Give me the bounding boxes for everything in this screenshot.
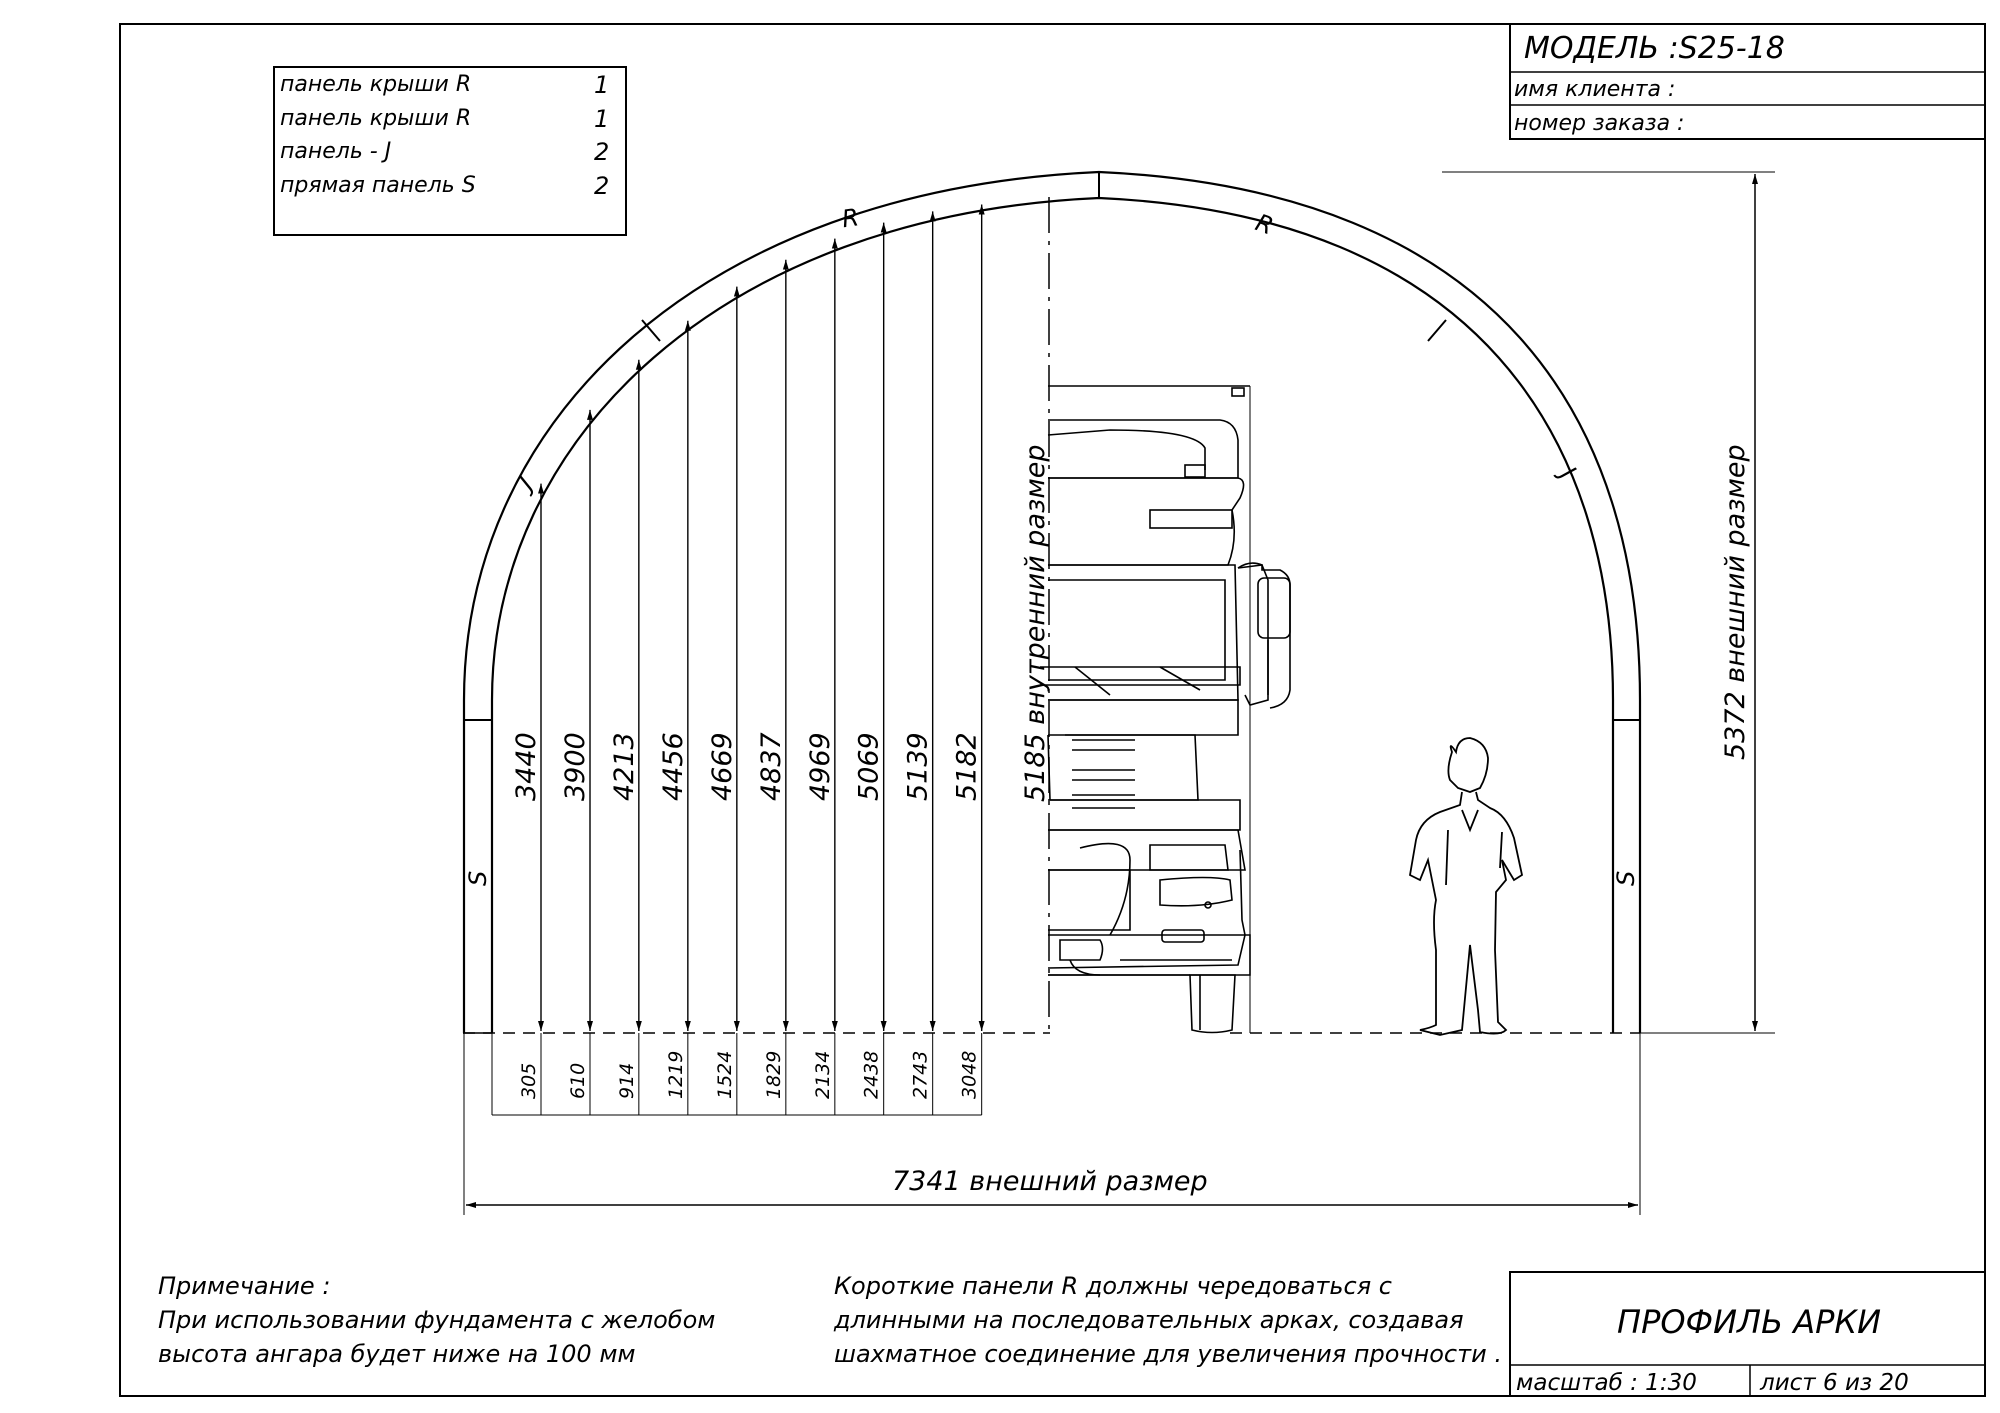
outer-width-label: 7341 внешний размер — [892, 1166, 1208, 1197]
order-number-label: номер заказа : — [1514, 111, 1684, 136]
note-line: шахматное соединение для увеличения проч… — [834, 1340, 1502, 1368]
client-name-label: имя клиента : — [1514, 77, 1675, 102]
clearance-height-lines: 3440 3900 4213 4456 4669 4837 4969 5069 5139 5182 — [511, 204, 985, 1031]
outer-height-label: 5372 внешний размер — [1720, 444, 1751, 760]
part-name: панель крыши R — [280, 106, 471, 131]
note-line: длинными на последовательных арках, созд… — [833, 1306, 1464, 1334]
part-name: панель крыши R — [280, 72, 471, 97]
arch-profile: R R J J S S — [462, 170, 1642, 1033]
model-label: МОДЕЛЬ :S25-18 — [1524, 31, 1785, 66]
part-qty: 1 — [594, 71, 609, 99]
offset-label: 2438 — [861, 1051, 883, 1099]
part-name: прямая панель S — [280, 173, 476, 198]
foundation-note: Примечание : При использовании фундамент… — [158, 1272, 715, 1368]
sheet-border — [119, 23, 1986, 1397]
inner-height-dimension: 5185 внутренний размер — [1020, 197, 1051, 1033]
offset-label: 1524 — [714, 1051, 736, 1099]
note-line: Короткие панели R должны чередоваться с — [834, 1272, 1392, 1300]
clearance-height-label: 4837 — [756, 732, 787, 801]
offset-dimensions: 305 610 914 1219 1524 1829 2134 2438 2743 3048 — [491, 1033, 983, 1116]
note-line: высота ангара будет ниже на 100 мм — [158, 1340, 636, 1368]
scale-label: масштаб : 1:30 — [1516, 1370, 1697, 1396]
outer-height-dimension: 5372 внешний размер — [1442, 171, 1775, 1034]
segment-label-s: S — [464, 871, 492, 886]
part-qty: 2 — [594, 172, 609, 200]
clearance-height-label: 3440 — [511, 732, 542, 801]
clearance-height-label: 4669 — [707, 732, 738, 801]
inner-height-label: 5185 внутренний размер — [1020, 445, 1051, 802]
offset-label: 2743 — [910, 1051, 932, 1099]
drawing-title: ПРОФИЛЬ АРКИ — [1617, 1303, 1881, 1341]
clearance-height-label: 3900 — [560, 732, 591, 801]
person-silhouette — [1409, 737, 1524, 1036]
segment-label-s: S — [1612, 871, 1640, 886]
panel-alternation-note: Короткие панели R должны чередоваться с … — [833, 1272, 1502, 1368]
clearance-height-label: 5139 — [903, 732, 934, 801]
offset-label: 1829 — [763, 1051, 785, 1099]
segment-label-r: R — [840, 203, 860, 233]
note-line: При использовании фундамента с желобом — [158, 1306, 715, 1334]
offset-label: 1219 — [665, 1051, 687, 1099]
offset-label: 914 — [616, 1063, 638, 1099]
offset-label: 2134 — [812, 1051, 834, 1099]
offset-label: 305 — [518, 1063, 540, 1099]
clearance-height-label: 4213 — [609, 732, 640, 801]
footer-title-block: ПРОФИЛЬ АРКИ масштаб : 1:30 лист 6 из 20 — [1509, 1271, 1986, 1397]
truck-front-view — [1040, 385, 1291, 1034]
sheet-number: лист 6 из 20 — [1759, 1370, 1909, 1396]
part-qty: 1 — [594, 105, 609, 133]
note-title: Примечание : — [158, 1272, 330, 1300]
clearance-height-label: 5182 — [952, 732, 983, 801]
parts-list: панель крыши R 1 панель крыши R 1 панель… — [273, 66, 627, 236]
part-name: панель - J — [280, 139, 391, 164]
offset-label: 3048 — [959, 1051, 981, 1099]
header-title-block: МОДЕЛЬ :S25-18 имя клиента : номер заказ… — [1509, 23, 1986, 140]
clearance-height-label: 5069 — [854, 732, 885, 801]
part-qty: 2 — [594, 138, 609, 166]
segment-label-r: R — [1252, 208, 1277, 240]
offset-label: 610 — [567, 1063, 589, 1099]
outer-width-dimension: 7341 внешний размер — [463, 1033, 1641, 1215]
clearance-height-label: 4456 — [658, 732, 689, 801]
clearance-height-label: 4969 — [805, 732, 836, 801]
